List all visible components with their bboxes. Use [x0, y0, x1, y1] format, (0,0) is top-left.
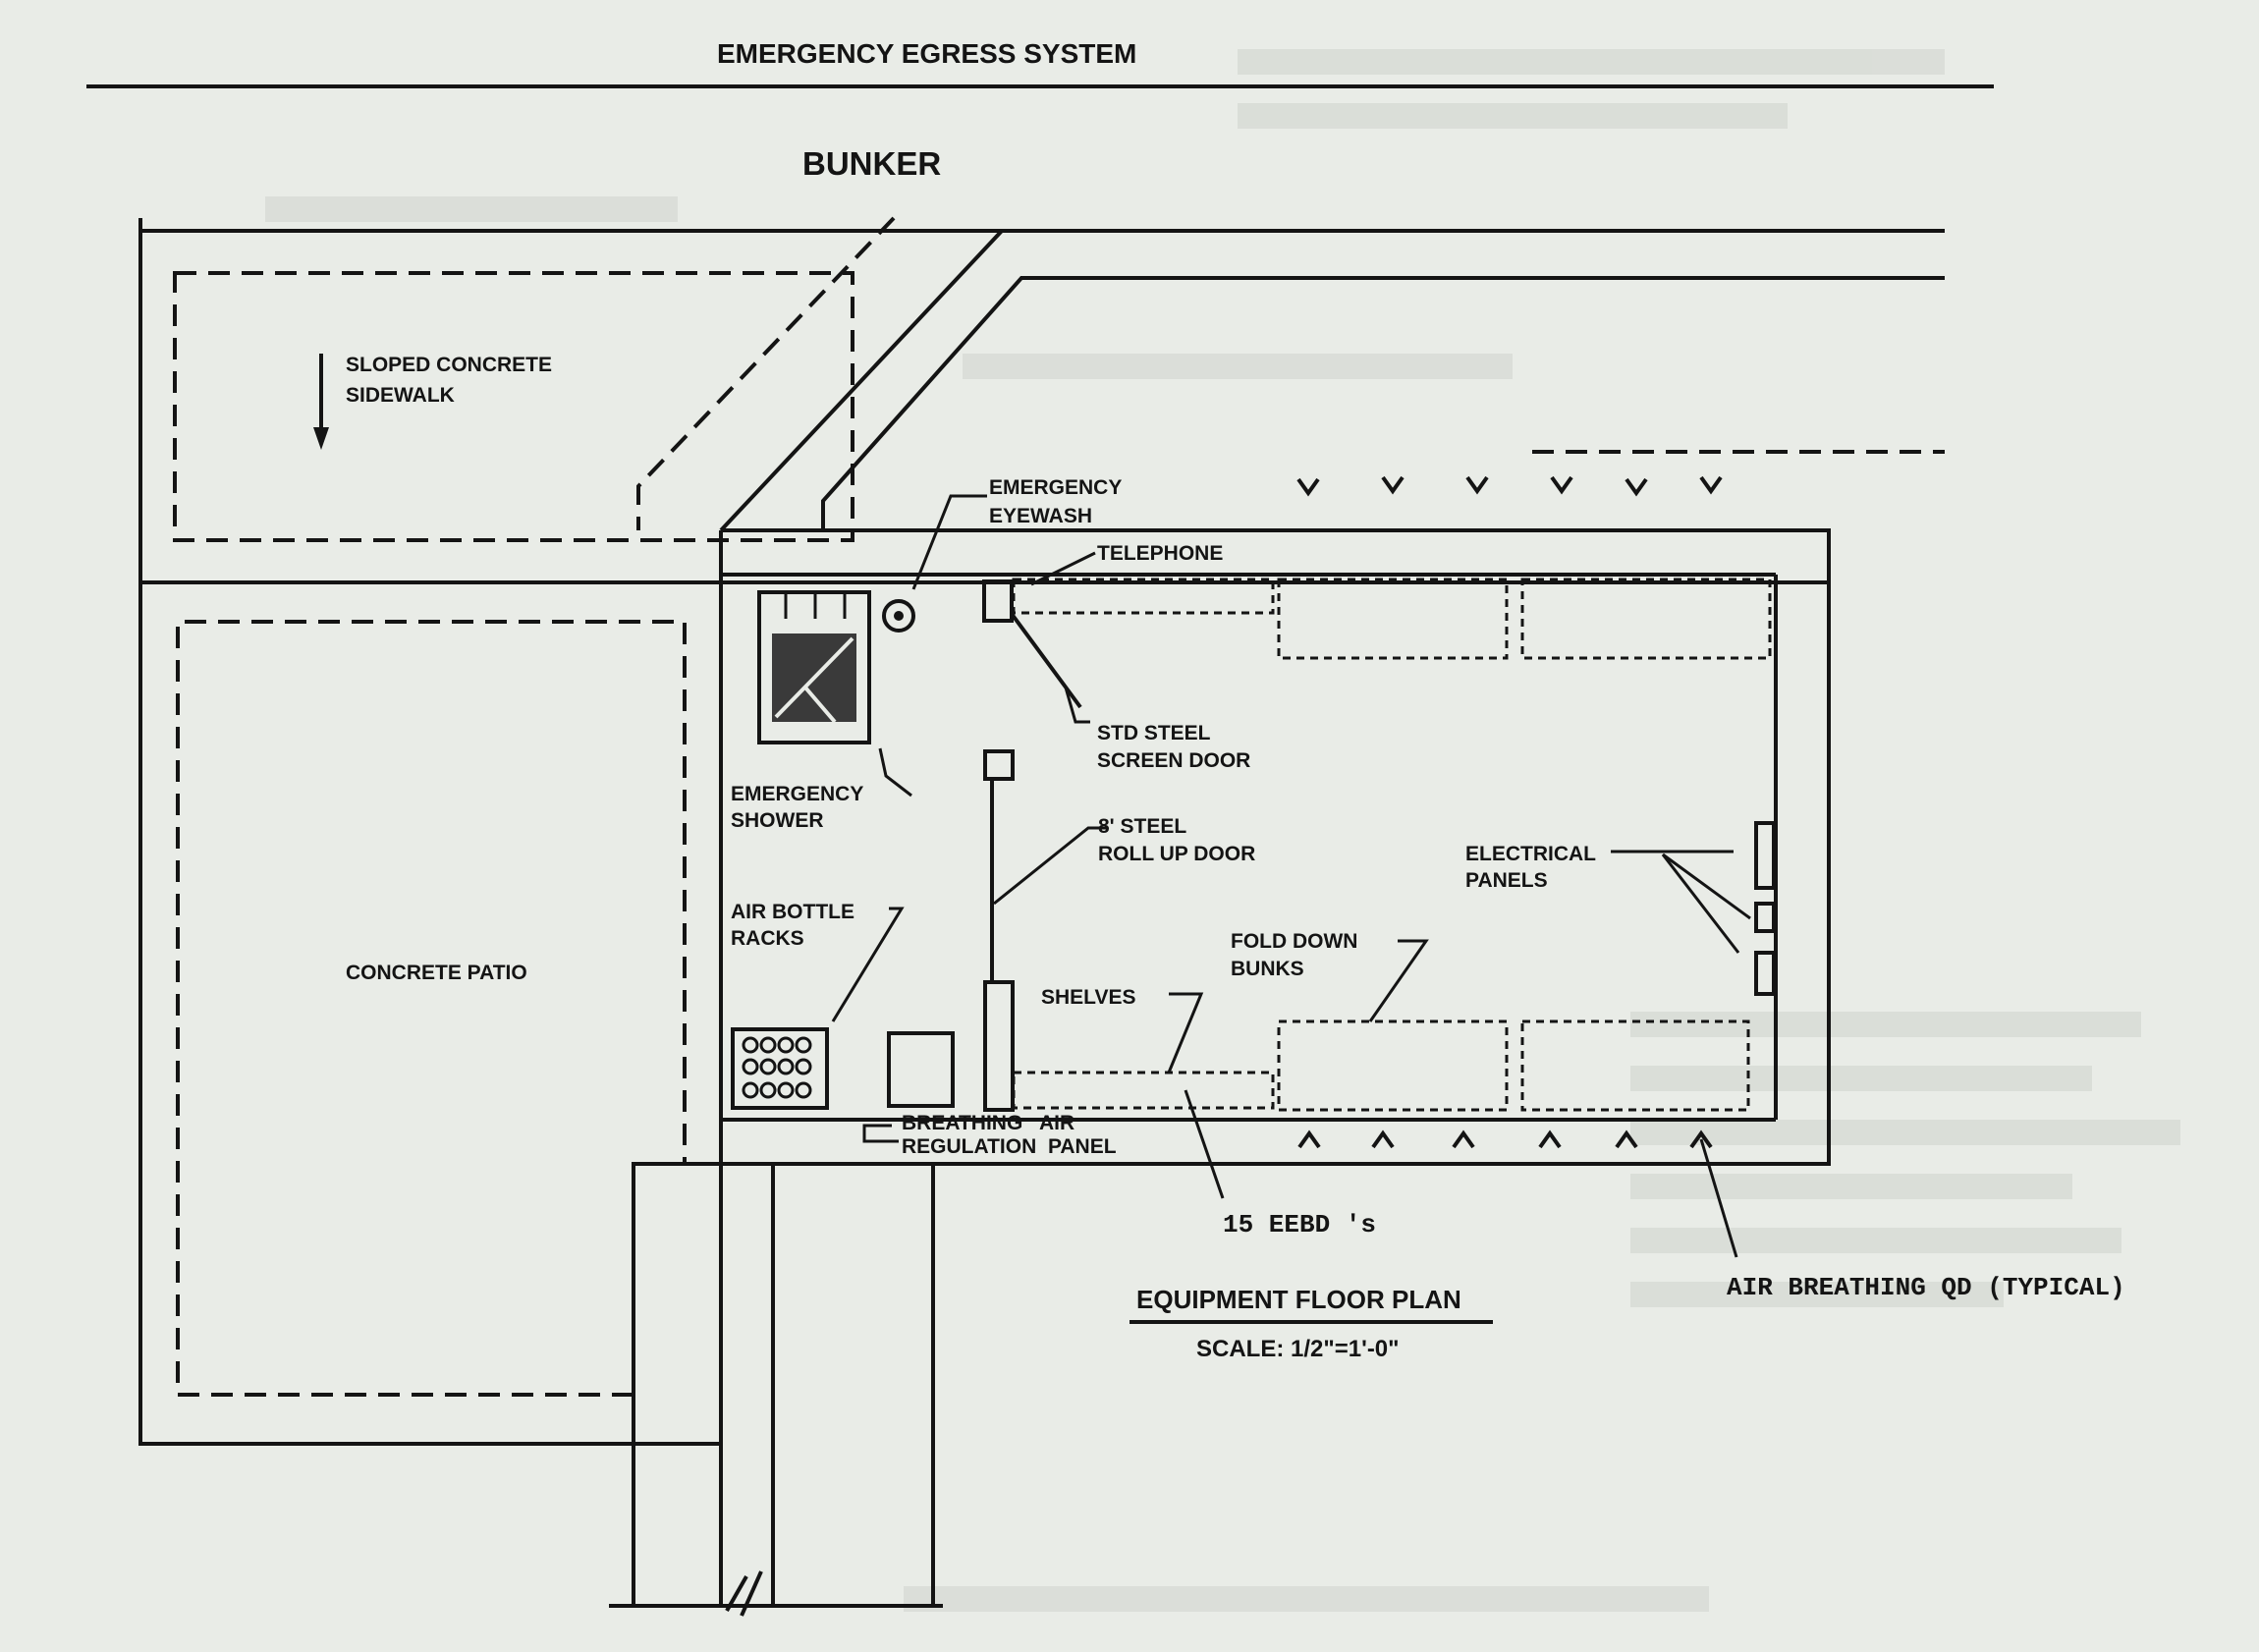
- emergency-shower-label: EMERGENCY SHOWER: [731, 783, 869, 832]
- sloped-sidewalk-label: SLOPED CONCRETE SIDEWALK: [346, 354, 558, 407]
- site-outline: [138, 216, 1945, 1617]
- shelves-label: SHELVES: [1041, 986, 1135, 1009]
- emergency-eyewash-label: EMERGENCY EYEWASH: [989, 476, 1128, 527]
- shelves-top: [1012, 578, 1275, 615]
- fold-down-bunks-bottom: [1277, 1019, 1750, 1112]
- telephone-label: TELEPHONE: [1097, 542, 1223, 565]
- bleed-through-texture: [265, 49, 2180, 1612]
- qd-markers-bottom: [1297, 1129, 1713, 1149]
- sloped-sidewalk-area: [173, 271, 854, 542]
- air-bottle-racks: [731, 1027, 829, 1110]
- slope-down-arrow: [313, 354, 329, 450]
- breathing-air-panel-label: BREATHING AIR REGULATION PANEL: [0, 0, 1133, 1158]
- fold-down-bunks-top: [1277, 578, 1772, 660]
- fold-down-bunks-label: FOLD DOWN BUNKS: [1231, 930, 1363, 980]
- shelves-bottom: [1012, 1071, 1275, 1110]
- eebd-label: 15 EEBD 's: [1223, 1210, 1376, 1239]
- electrical-panels-label: ELECTRICAL PANELS: [1465, 843, 1601, 892]
- air-bottle-racks-label: AIR BOTTLE RACKS: [731, 901, 860, 950]
- leader-lines: [831, 494, 1751, 1258]
- emergency-eyewash: [882, 599, 915, 633]
- plan-caption-scale: SCALE: 1/2"=1'-0": [1196, 1336, 1400, 1362]
- plan-caption-title: EQUIPMENT FLOOR PLAN: [1136, 1285, 1461, 1314]
- diagram-title: EMERGENCY EGRESS SYSTEM: [717, 38, 1136, 69]
- concrete-patio-area: [176, 620, 687, 1397]
- concrete-patio-label: CONCRETE PATIO: [346, 962, 527, 984]
- electrical-panels: [1754, 821, 1776, 996]
- air-breathing-qd-label: AIR BREATHING QD (TYPICAL): [1727, 1273, 2125, 1302]
- qd-markers-top: [1296, 475, 1723, 497]
- breathing-air-regulation-panel: [887, 1031, 955, 1108]
- emergency-shower: [757, 590, 871, 744]
- roll-up-door-label: 8' STEEL ROLL UP DOOR: [1098, 815, 1255, 865]
- telephone: [982, 579, 1014, 623]
- screen-door-swing: [1010, 612, 1082, 709]
- bunker-label: BUNKER: [802, 145, 941, 182]
- screen-door-label: STD STEEL SCREEN DOOR: [1097, 722, 1250, 772]
- roll-up-door: [983, 749, 1015, 1112]
